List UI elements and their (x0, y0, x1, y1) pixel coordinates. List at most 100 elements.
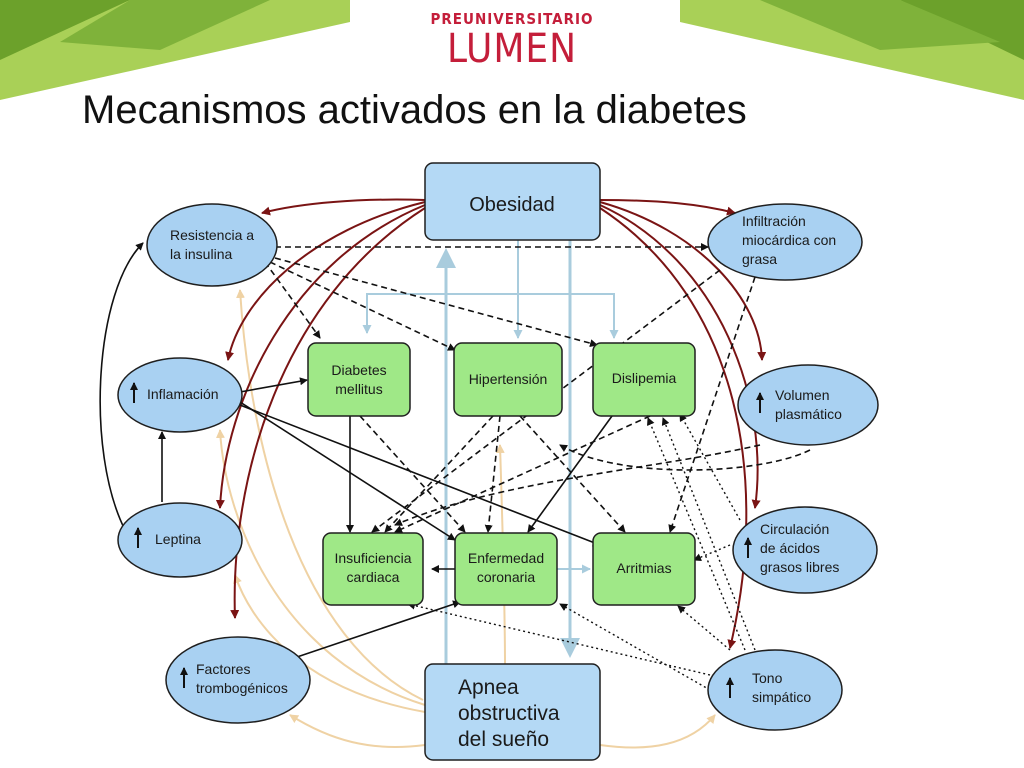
arrow-circulacion-to-hipertension (559, 444, 811, 471)
arrow-obesidad-to-factores (230, 207, 426, 619)
node-circulacion-shape (732, 506, 878, 594)
node-factores: Factores trombogénicos (165, 636, 311, 724)
blue-arrows (362, 240, 619, 664)
arrow-obesidad-to-tono (599, 207, 748, 649)
node-obesidad: Obesidad (424, 162, 601, 241)
arrow-apnea-to-resistencia (236, 289, 424, 701)
header-decoration (0, 0, 1024, 100)
dotted-arrows (407, 413, 756, 691)
node-dislipemia-box (592, 342, 696, 417)
arrow-resistencia-to-hipertension (269, 261, 456, 351)
node-tono-label-2: simpático (752, 689, 811, 705)
node-dislipemia: Dislipemia (592, 342, 696, 417)
arrow-inflamacion-to-diabetes (239, 377, 308, 393)
node-factores-label-2: trombogénicos (196, 680, 288, 696)
arrow-circulacion-to-arritmias (693, 544, 731, 561)
arrow-infiltracion-to-arritmias (668, 276, 756, 533)
node-resistencia-label-1: Resistencia a (170, 227, 254, 243)
arrow-tono-to-arritmias (677, 605, 731, 651)
arrow-inflamacion-to-enfermedad (239, 401, 456, 541)
node-hipertension-label: Hipertensión (469, 371, 548, 387)
node-resistencia-shape (146, 203, 278, 287)
arrow-tono-to-dislipemia (647, 417, 746, 651)
node-tono-shape (707, 649, 843, 731)
dashed-arrows (264, 243, 811, 533)
node-inflamacion-label: Inflamación (147, 386, 219, 402)
node-infiltracion-label-2: miocárdica con (742, 232, 836, 248)
arrow-resistencia-to-diabetes (264, 261, 321, 339)
arrow-apnea-to-enfermedad-dotted (559, 603, 711, 691)
arrow-tono-to-volumen (661, 417, 756, 651)
arrow-infiltracion-to-insuficiencia (371, 269, 721, 533)
arrow-hipertension-to-enfermedad (484, 415, 501, 533)
arrow-obesidad-to-leptina (215, 204, 426, 509)
node-circulacion-label-1: Circulación (760, 521, 829, 537)
node-resistencia-label-2: la insulina (170, 246, 232, 262)
header-left-mid-shape (60, 0, 270, 50)
node-leptina: Leptina (117, 502, 243, 578)
node-apnea-box (424, 663, 601, 761)
slide-title: Mecanismos activados en la diabetes (82, 88, 747, 132)
node-tono-label-1: Tono (752, 670, 783, 686)
node-dislipemia-label: Dislipemia (612, 370, 677, 386)
solid-arrows (99, 242, 613, 658)
arrow-factores-to-enfermedad (296, 600, 461, 658)
arrow-obesidad-to-circulacion (599, 204, 761, 509)
arrow-obesidad-to-resistencia (261, 198, 426, 216)
node-diabetes-label-1: Diabetes (331, 362, 386, 378)
node-insuficiencia-box (322, 532, 424, 606)
node-infiltracion-shape (707, 203, 863, 281)
obesidad-red-arrows (215, 198, 767, 649)
header-left-dark-shape (0, 0, 130, 60)
node-enfermedad-box (454, 532, 558, 606)
arrow-obesidad-to-infiltracion (599, 199, 736, 216)
node-circulacion-label-2: de ácidos (760, 540, 820, 556)
node-obesidad-label: Obesidad (469, 194, 555, 216)
node-arritmias-label: Arritmias (616, 560, 671, 576)
arrow-obesidad-to-volumen (599, 201, 767, 361)
node-leptina-shape (117, 502, 243, 578)
node-volumen: Volumen plasmático (737, 364, 879, 446)
node-hipertension: Hipertensión (453, 342, 563, 417)
arrow-circulacion-to-dislipemia (679, 413, 741, 521)
node-enfermedad-label-1: Enfermedad (468, 550, 544, 566)
node-enfermedad-label-2: coronaria (477, 569, 536, 585)
node-circulacion: Circulación de ácidos grasos libres (732, 506, 878, 594)
node-apnea: Apnea obstructiva del sueño (424, 663, 601, 761)
node-factores-label-1: Factores (196, 661, 250, 677)
node-volumen-shape (737, 364, 879, 446)
arrow-dislipemia-to-enfermedad (527, 415, 613, 533)
node-diabetes: Diabetes mellitus (307, 342, 411, 417)
arrow-obesidad-to-inflamacion (225, 201, 426, 361)
node-apnea-label-1: Apnea (458, 676, 519, 699)
node-insuficiencia-label-1: Insuficiencia (334, 550, 411, 566)
node-arritmias-box (592, 532, 696, 606)
arrow-resistencia-to-dislipemia (274, 257, 598, 348)
arrow-leptina-to-resistencia (99, 242, 144, 531)
arrow-hipertension-to-arritmias (519, 415, 626, 533)
arrow-hipertension-to-insuficiencia (384, 415, 494, 533)
arrow-volumen-to-insuficiencia (394, 444, 761, 526)
logo-top-text: PREUNIVERSITARIO (430, 10, 594, 28)
arrow-inflamacion-to-arritmias (239, 404, 601, 547)
arrow-dislipemia-to-insuficiencia (394, 415, 651, 533)
arrow-apnea-to-factores (289, 714, 426, 748)
node-enfermedad: Enfermedad coronaria (454, 532, 558, 606)
header-right-mid-shape (760, 0, 1000, 50)
node-insuficiencia-label-2: cardiaca (347, 569, 400, 585)
arrow-apnea-to-tono (599, 714, 716, 749)
node-inflamacion-shape (117, 357, 243, 433)
slide-header: PREUNIVERSITARIO LUMEN (0, 0, 1024, 110)
apnea-tan-arrows (215, 289, 716, 749)
node-leptina-label: Leptina (155, 531, 201, 547)
node-tono: Tono simpático (707, 649, 843, 731)
node-hipertension-box (453, 342, 563, 417)
node-volumen-label-2: plasmático (775, 406, 842, 422)
arrow-diabetes-to-enfermedad (359, 415, 466, 533)
arrow-tono-to-insuficiencia (407, 601, 711, 676)
node-diabetes-label-2: mellitus (335, 381, 382, 397)
node-diabetes-box (307, 342, 411, 417)
node-inflamacion: Inflamación (117, 357, 243, 433)
node-volumen-label-1: Volumen (775, 387, 829, 403)
